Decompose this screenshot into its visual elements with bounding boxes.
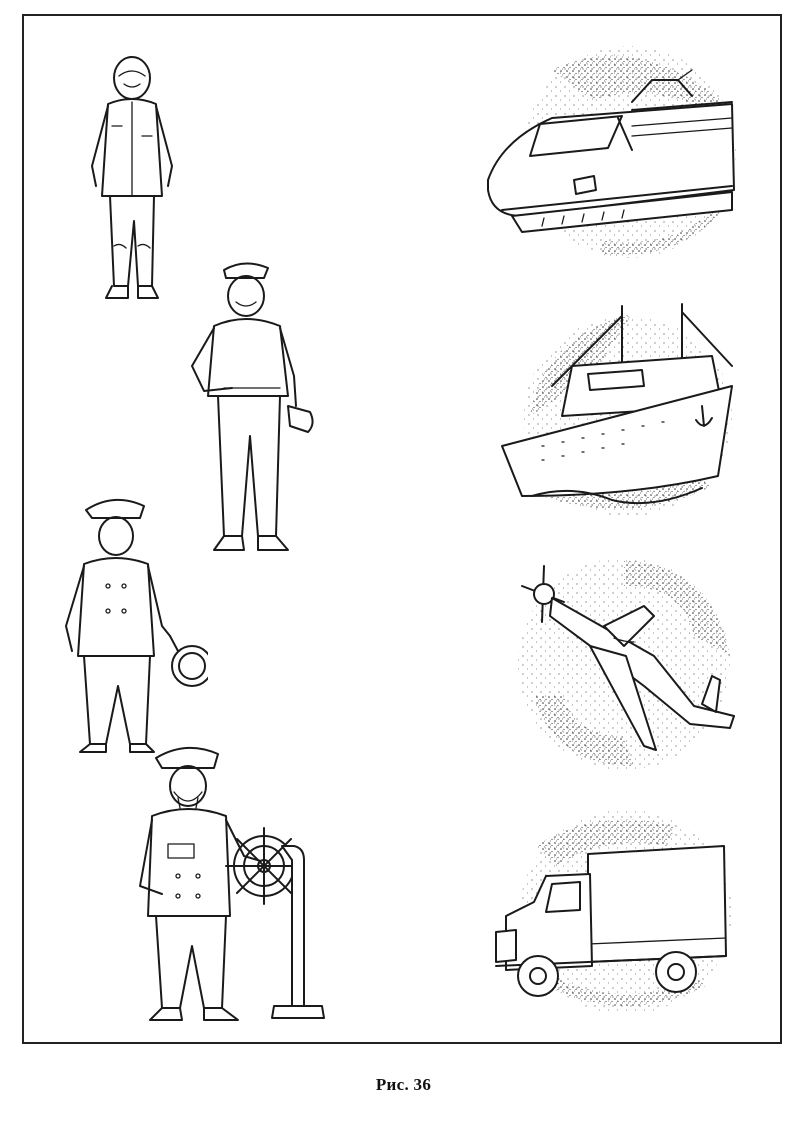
figure-caption: Рис. 36	[375, 1075, 432, 1094]
airplane-icon	[494, 546, 754, 776]
train-icon	[482, 40, 742, 270]
mechanic-with-wrench-icon	[184, 256, 324, 556]
truck-icon	[476, 806, 746, 1026]
ship-captain-at-helm-icon	[134, 736, 334, 1031]
ship-icon	[482, 296, 742, 526]
illustration-frame	[22, 14, 782, 1044]
railway-conductor-with-signal-disc-icon	[58, 486, 208, 756]
worker-in-winter-jacket-icon	[82, 46, 182, 306]
